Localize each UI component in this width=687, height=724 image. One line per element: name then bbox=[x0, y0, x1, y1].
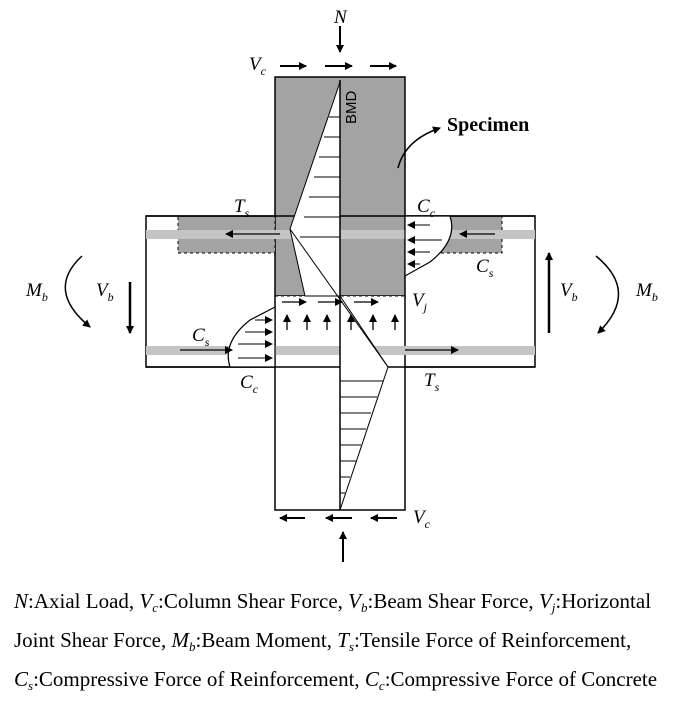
legend-cc-text: :Compressive Force of Concrete bbox=[384, 667, 658, 691]
bmd-label: BMD bbox=[343, 91, 360, 125]
label-ts-top: Ts bbox=[234, 196, 250, 220]
legend-mb-symbol: M bbox=[171, 628, 189, 652]
legend-mb-text: :Beam Moment, bbox=[195, 628, 332, 652]
legend-vj-symbol: V bbox=[538, 589, 552, 613]
specimen-label: Specimen bbox=[447, 114, 529, 136]
specimen-pointer bbox=[397, 126, 441, 169]
label-vb-right: Vb bbox=[560, 280, 578, 304]
legend-cc-symbol: C bbox=[364, 667, 379, 691]
legend: N:Axial Load, Vc:Column Shear Force, Vb:… bbox=[14, 585, 674, 702]
legend-n-text: :Axial Load, bbox=[28, 589, 135, 613]
joint-shear-arrows bbox=[282, 298, 399, 330]
label-n: N bbox=[333, 7, 348, 28]
label-vc-bottom: Vc bbox=[413, 507, 431, 531]
label-ts-bottom: Ts bbox=[424, 370, 440, 394]
legend-vc-text: :Column Shear Force, bbox=[158, 589, 343, 613]
label-cc-bottom: Cc bbox=[240, 372, 259, 396]
legend-cs-text: :Compressive Force of Reinforcement, bbox=[33, 667, 360, 691]
legend-cs-sub: s bbox=[28, 678, 34, 693]
compression-block-top-right bbox=[404, 215, 453, 278]
label-cs-top: Cs bbox=[476, 256, 494, 280]
legend-vb-text: :Beam Shear Force, bbox=[367, 589, 534, 613]
label-cc-top: Cc bbox=[417, 196, 436, 220]
label-vj: Vj bbox=[412, 290, 428, 314]
reinforcement-force-arrows bbox=[180, 230, 495, 354]
legend-cc-sub: c bbox=[378, 678, 385, 693]
legend-n-symbol: N bbox=[14, 589, 29, 613]
legend-mb-sub: b bbox=[188, 639, 196, 654]
legend-ts-symbol: T bbox=[337, 628, 349, 652]
label-mb-right: Mb bbox=[635, 280, 658, 304]
label-mb-left: Mb bbox=[25, 280, 48, 304]
beam-shear-arrows bbox=[126, 252, 553, 334]
bending-moment-diagram bbox=[289, 80, 389, 511]
legend-ts-sub: s bbox=[348, 639, 354, 654]
beam-column-joint-diagram: BMD bbox=[25, 7, 658, 562]
legend-vj-text: :Horizontal Joint Shear Force, bbox=[14, 589, 652, 652]
label-vc-top: Vc bbox=[249, 54, 267, 78]
legend-cs-symbol: C bbox=[14, 667, 29, 691]
label-vb-left: Vb bbox=[96, 280, 114, 304]
legend-vb-symbol: V bbox=[348, 589, 361, 613]
beam-moment-arcs bbox=[64, 255, 620, 334]
legend-vb-sub: b bbox=[360, 600, 368, 615]
label-cs-bottom: Cs bbox=[192, 325, 210, 349]
legend-vj-sub: j bbox=[551, 600, 556, 615]
column-force-arrows bbox=[279, 26, 397, 562]
legend-vc-symbol: V bbox=[139, 589, 153, 613]
legend-ts-text: :Tensile Force of Reinforcement, bbox=[353, 628, 632, 652]
legend-vc-sub: c bbox=[152, 600, 159, 615]
compression-block-bottom-left bbox=[227, 306, 276, 368]
